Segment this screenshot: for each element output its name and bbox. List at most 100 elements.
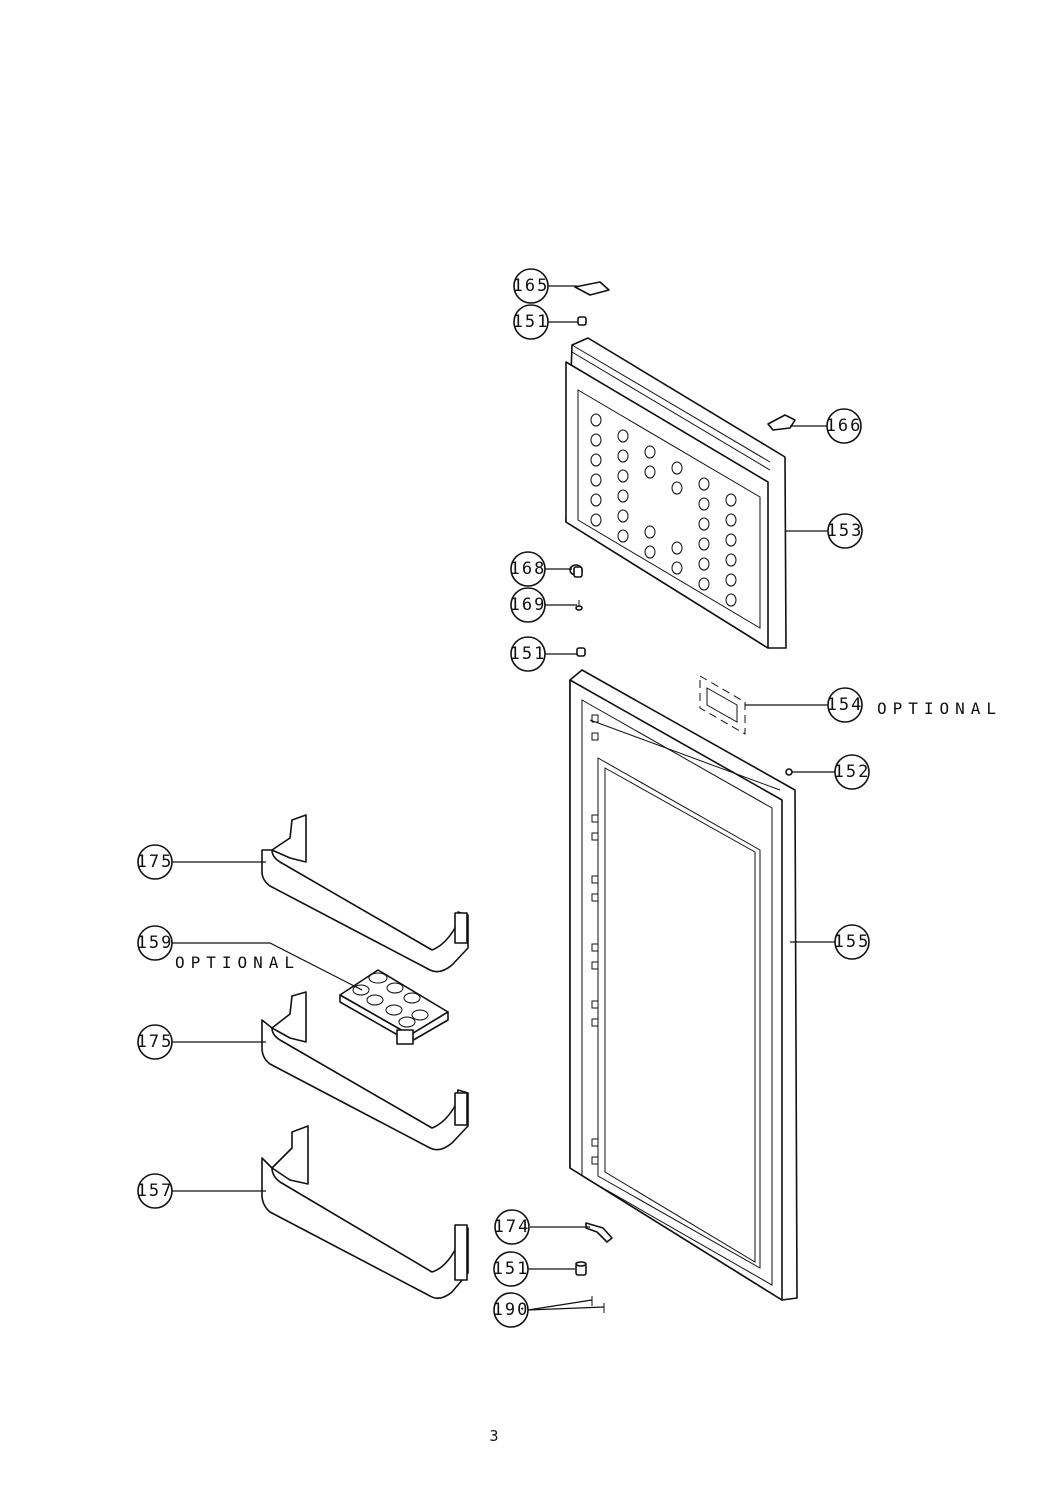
dimple <box>725 593 737 607</box>
dimple <box>725 553 737 567</box>
dimple <box>671 561 683 575</box>
callout-153: 153 <box>827 513 864 549</box>
svg-text:168: 168 <box>510 559 547 579</box>
svg-text:153: 153 <box>827 521 864 541</box>
hinge-174 <box>585 1222 613 1243</box>
optional-note-154: OPTIONAL <box>877 699 1002 718</box>
door-balcony-175-upper <box>261 814 469 973</box>
dimple <box>725 493 737 507</box>
dimple <box>698 577 710 591</box>
plug-152 <box>785 768 793 776</box>
dimple <box>644 525 656 539</box>
shelf-support-hole <box>591 832 599 841</box>
shelf-support-hole <box>591 732 599 741</box>
callout-154: 154 <box>827 687 864 723</box>
shelf-support-hole <box>591 814 599 823</box>
svg-text:175: 175 <box>137 852 174 872</box>
fridge-door-shelf-supports <box>591 714 599 1165</box>
dimple <box>698 537 710 551</box>
svg-text:152: 152 <box>834 762 871 782</box>
callout-174: 174 <box>494 1209 531 1245</box>
callout-175-upper: 175 <box>137 844 174 880</box>
dimple <box>644 445 656 459</box>
dimple <box>617 429 629 443</box>
shelf-support-hole <box>591 714 599 723</box>
svg-text:151: 151 <box>513 312 550 332</box>
freezer-door <box>565 337 787 649</box>
dimple <box>671 541 683 555</box>
dimple <box>590 433 602 447</box>
svg-text:159: 159 <box>137 933 174 953</box>
dimple <box>617 449 629 463</box>
dimple <box>617 509 629 523</box>
shelf-support-hole <box>591 1018 599 1027</box>
callout-151-top: 151 <box>513 304 550 340</box>
egg-tray-159 <box>339 969 449 1045</box>
svg-text:157: 157 <box>137 1181 174 1201</box>
bushing-151-bottom <box>575 1261 587 1276</box>
door-balcony-157 <box>261 1125 469 1300</box>
dimple <box>725 533 737 547</box>
svg-text:190: 190 <box>493 1300 530 1320</box>
hinge-cover-165 <box>574 281 610 296</box>
callout-168: 168 <box>510 551 547 587</box>
callout-155: 155 <box>834 924 871 960</box>
screw-169 <box>575 600 583 611</box>
svg-text:174: 174 <box>494 1217 531 1237</box>
svg-text:151: 151 <box>493 1259 530 1279</box>
dimple <box>617 489 629 503</box>
page-number: 3 <box>489 1427 498 1445</box>
door-balcony-175-lower <box>261 991 469 1151</box>
shelf-support-hole <box>591 1138 599 1147</box>
callout-151-mid: 151 <box>510 636 547 672</box>
shelf-support-hole <box>591 943 599 952</box>
shelf-support-hole <box>591 1000 599 1009</box>
callout-166: 166 <box>826 408 863 444</box>
freezer-door-dimples <box>590 413 737 607</box>
dimple <box>671 481 683 495</box>
pin-168 <box>569 564 583 578</box>
svg-text:169: 169 <box>510 595 547 615</box>
dimple <box>698 557 710 571</box>
dimple <box>590 473 602 487</box>
leader-lines <box>172 285 836 1311</box>
dimple <box>698 517 710 531</box>
bushing-151-mid <box>576 647 586 657</box>
svg-text:151: 151 <box>510 644 547 664</box>
dimple <box>617 529 629 543</box>
fridge-door <box>569 669 798 1301</box>
callout-190: 190 <box>493 1292 530 1328</box>
dimple <box>671 461 683 475</box>
shelf-support-hole <box>591 875 599 884</box>
shelf-support-hole <box>591 893 599 902</box>
svg-text:166: 166 <box>826 416 863 436</box>
dimple <box>617 469 629 483</box>
callout-159: 159 <box>137 925 174 961</box>
hinge-cover-166 <box>767 414 796 431</box>
screws-190 <box>591 1296 605 1313</box>
callout-165: 165 <box>513 268 550 304</box>
dimple <box>725 573 737 587</box>
dimple <box>590 453 602 467</box>
svg-text:175: 175 <box>137 1032 174 1052</box>
part-54-optional <box>699 675 746 735</box>
bushing-151-top <box>577 316 587 326</box>
dimple <box>644 545 656 559</box>
callout-169: 169 <box>510 587 547 623</box>
dimple <box>590 513 602 527</box>
svg-text:154: 154 <box>827 695 864 715</box>
dimple <box>590 493 602 507</box>
dimple <box>698 497 710 511</box>
dimple <box>698 477 710 491</box>
svg-text:155: 155 <box>834 932 871 952</box>
callout-152: 152 <box>834 754 871 790</box>
callout-151-bottom: 151 <box>493 1251 530 1287</box>
optional-note-159: OPTIONAL <box>175 953 300 972</box>
shelf-support-hole <box>591 961 599 970</box>
svg-text:165: 165 <box>513 276 550 296</box>
callout-175-lower: 175 <box>137 1024 174 1060</box>
dimple <box>590 413 602 427</box>
shelf-support-hole <box>591 1156 599 1165</box>
callout-157: 157 <box>137 1173 174 1209</box>
